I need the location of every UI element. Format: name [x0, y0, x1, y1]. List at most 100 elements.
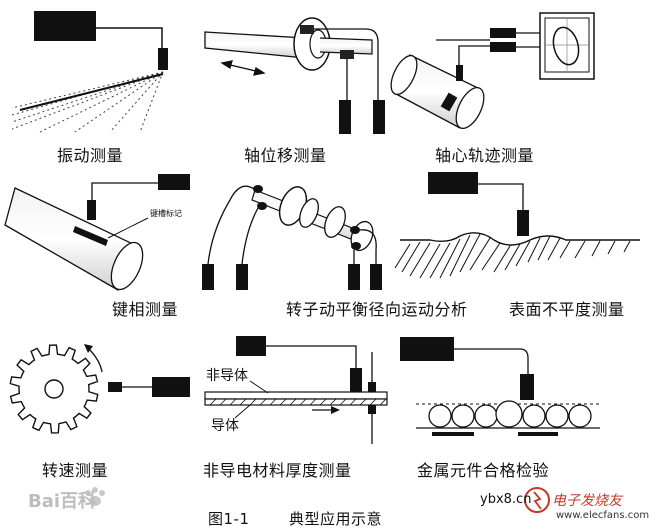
nonconductor-leader [249, 380, 269, 394]
orbit-panel [390, 12, 595, 130]
nonconductor-layer [204, 391, 388, 400]
axial-panel [204, 17, 385, 134]
conductor-label: 导体 [211, 418, 239, 434]
metal-part-3 [474, 404, 498, 428]
figure-title: 典型应用示意 [289, 510, 383, 528]
vibration-panel [11, 11, 168, 133]
nonconductor-panel: 非导体 导体 [204, 336, 388, 444]
rotor-disc-3 [324, 206, 346, 238]
metal-conveyor-mark-1 [432, 432, 474, 436]
vibration-probe [158, 48, 168, 70]
metal-probe [520, 374, 534, 400]
conductor-hatch [209, 398, 387, 406]
nonconductor-arrowhead [331, 406, 340, 414]
orbit-probe-2 [440, 92, 458, 112]
nonconductor-cable [266, 345, 357, 368]
orbit-trace [552, 26, 580, 66]
orbit-probe-1 [456, 65, 463, 81]
keyphasor-panel: 键槽标记 [4, 174, 190, 291]
label-keyphasor: 键相测量 [112, 300, 179, 319]
metal-part-7 [568, 404, 592, 428]
rotor-driver-1 [202, 264, 214, 290]
keyphasor-cable [91, 182, 160, 200]
vibration-spray-lines [11, 71, 164, 133]
brand-logo-ring [524, 487, 550, 513]
rotor-cable-3 [359, 229, 377, 264]
rotor-probe-3 [350, 226, 360, 234]
rotor-driver-3 [348, 264, 360, 290]
orbit-driver-1 [490, 28, 516, 38]
brand-logo-bolt [533, 491, 542, 510]
rotor-probe-2 [257, 202, 267, 210]
conductor-layer [204, 398, 388, 406]
watermark-brand: 电子发烧友 [552, 493, 622, 509]
vibration-spray-edge [19, 73, 164, 111]
metal-part-5 [522, 404, 546, 428]
metal-part-1 [428, 404, 452, 428]
nonconductor-driver [236, 336, 266, 356]
vibration-cable [96, 27, 163, 52]
rotor-driver-2 [236, 264, 248, 290]
axial-driver-2 [373, 100, 385, 134]
nonconductor-label: 非导体 [206, 368, 248, 384]
orbit-cable-3 [516, 32, 540, 48]
speed-rotation-arrowhead [84, 344, 93, 353]
label-nonconductor: 非导电材料厚度测量 [203, 461, 352, 480]
label-vibration: 振动测量 [57, 146, 124, 165]
rotor-driver-4 [370, 264, 382, 290]
axial-probe-2 [340, 50, 354, 59]
metal-part-4 [495, 400, 523, 428]
speed-driver [152, 377, 190, 397]
baidu-paw-icon [85, 487, 105, 506]
label-surface: 表面不平度测量 [509, 300, 625, 319]
rotor-disc-2 [299, 198, 319, 228]
surface-cable [478, 183, 524, 210]
rotor-panel [202, 185, 382, 290]
rotor-disc-4 [350, 220, 374, 252]
keyphasor-probe [87, 200, 96, 220]
keyphasor-shaft [4, 187, 136, 291]
watermark-baidu: Bai百科 [28, 491, 97, 512]
surface-profile [400, 232, 640, 246]
orbit-shaft-end-left [390, 54, 418, 96]
vibration-probe-housing [34, 11, 96, 41]
rotor-probe-4 [351, 242, 361, 250]
metal-part-2 [451, 404, 475, 428]
conductor-leader [234, 404, 251, 419]
surface-panel [394, 172, 640, 279]
axial-cable-1 [314, 28, 379, 100]
nonconductor-probe [350, 368, 362, 392]
orbit-shaft-end-right [455, 86, 485, 130]
label-orbit: 轴心轨迹测量 [435, 146, 535, 165]
keyphasor-driver [158, 174, 190, 190]
orbit-cable-1 [458, 45, 490, 65]
axial-shaft [204, 31, 306, 59]
label-axial: 轴位移测量 [244, 146, 327, 165]
speed-gear-hub [44, 379, 64, 399]
rotor-probe-1 [253, 185, 263, 193]
watermark-site: ybx8.cn [480, 492, 532, 507]
keyphasor-leader [107, 217, 149, 239]
metal-panel [400, 337, 600, 436]
metal-part-6 [545, 404, 569, 428]
surface-hatch [394, 233, 631, 279]
speed-probe [108, 382, 122, 392]
speed-rotation-arrow [87, 347, 103, 373]
surface-probe-housing [428, 172, 478, 194]
speed-panel [9, 344, 190, 434]
keyphasor-shaft-end [110, 241, 144, 291]
watermark-url: www.elecfans.com [556, 510, 650, 521]
axial-driver-1 [339, 100, 351, 134]
metal-cable [454, 348, 529, 374]
orbit-driver-2 [490, 42, 516, 52]
axial-motion-arrow [220, 60, 266, 76]
label-speed: 转速测量 [42, 461, 109, 480]
label-rotor-balance: 转子动平衡径向运动分析 [286, 300, 468, 319]
surface-probe [517, 210, 529, 236]
rotor-cable-1 [207, 185, 255, 265]
keyslot-note: 键槽标记 [150, 208, 182, 218]
figure-number: 图1-1 [208, 510, 250, 528]
metal-driver [400, 337, 454, 361]
rotor-cable-2 [241, 207, 259, 265]
